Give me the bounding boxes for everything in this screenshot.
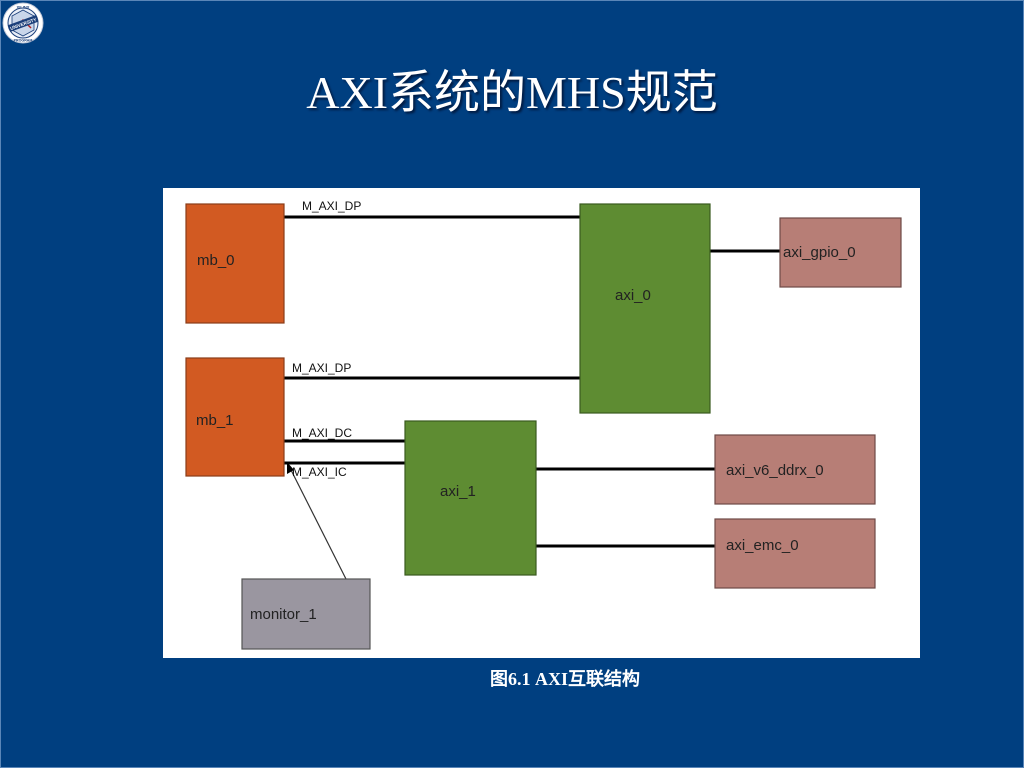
block-mb-1: [185, 357, 285, 477]
block-axi-0: [579, 203, 711, 414]
bus-label-mb1-ic: M_AXI_IC: [292, 465, 347, 479]
block-axi-v6-ddrx-0-label: axi_v6_ddrx_0: [726, 462, 824, 479]
logo-top-text: XILINX: [17, 5, 30, 10]
block-monitor-1-label: monitor_1: [250, 606, 317, 623]
diagram-panel: mb_0 mb_1 axi_0 axi_1 axi_gpio_0 axi_v6_…: [163, 188, 920, 658]
block-axi-gpio-0-label: axi_gpio_0: [783, 244, 856, 261]
block-axi-v6-ddrx-0: [714, 434, 876, 505]
university-logo: UNIVERSITY XILINX PROGRAM: [2, 2, 44, 44]
slide-title: AXI系统的MHS规范: [306, 67, 718, 118]
block-mb-0-label: mb_0: [197, 252, 235, 269]
monitor-probe-line: [288, 465, 347, 580]
bus-label-mb1-dc: M_AXI_DC: [292, 426, 352, 440]
block-monitor-1: [241, 578, 371, 650]
axi-interconnect-diagram: mb_0 mb_1 axi_0 axi_1 axi_gpio_0 axi_v6_…: [185, 199, 902, 650]
block-mb-1-label: mb_1: [196, 412, 234, 429]
block-mb-0: [185, 203, 285, 324]
bus-label-mb0-dp: M_AXI_DP: [302, 199, 361, 213]
block-axi-1: [404, 420, 537, 576]
block-axi-gpio-0: [779, 217, 902, 288]
block-axi-1-label: axi_1: [440, 483, 476, 500]
logo-bottom-text: PROGRAM: [14, 39, 33, 43]
block-axi-emc-0: [714, 518, 876, 589]
block-axi-0-label: axi_0: [615, 287, 651, 304]
figure-caption: 图6.1 AXI互联结构: [490, 669, 641, 689]
monitor-probe-arrowhead: [287, 462, 294, 474]
bus-label-mb1-dp: M_AXI_DP: [292, 361, 351, 375]
block-axi-emc-0-label: axi_emc_0: [726, 537, 799, 554]
